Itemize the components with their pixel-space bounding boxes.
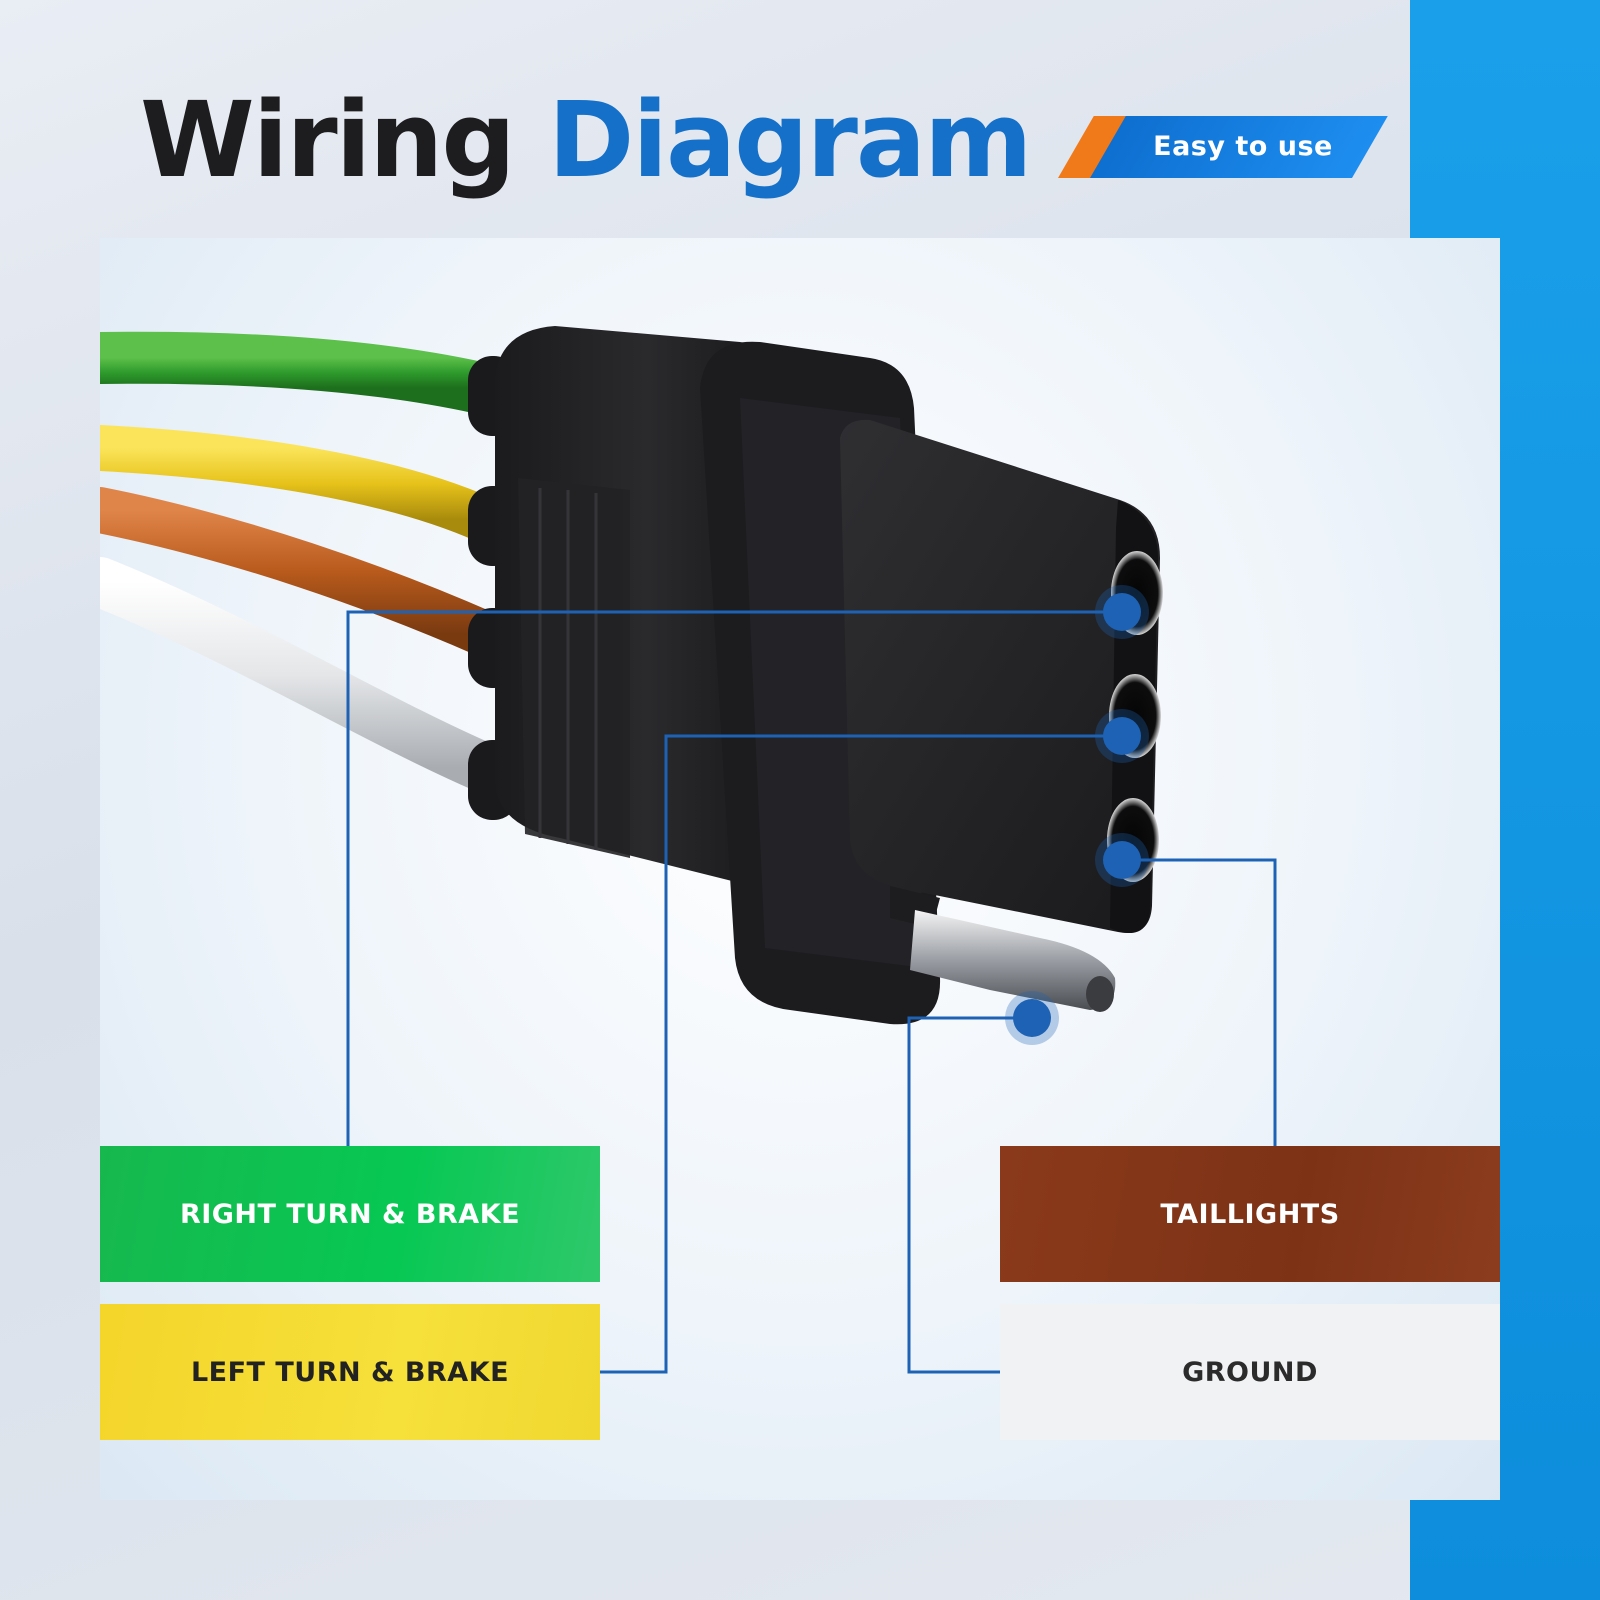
- callout-dot-brown: [1095, 833, 1149, 887]
- connector-illustration: [100, 326, 1277, 1374]
- brown-wire: [100, 487, 508, 657]
- page-title: Wiring Diagram: [140, 88, 1032, 192]
- diagram-panel: RIGHT TURN & BRAKE LEFT TURN & BRAKE TAI…: [100, 238, 1500, 1500]
- leader-line-white: [907, 1016, 1032, 1374]
- callout-dot-white: [1005, 991, 1059, 1045]
- badge-label: Easy to use: [1153, 131, 1333, 162]
- connector-grip-ridge: [518, 478, 630, 858]
- connector-plug-body: [840, 419, 1160, 933]
- easy-to-use-badge: Easy to use: [1058, 116, 1388, 178]
- pin-tip: [1086, 976, 1114, 1012]
- label-left-turn-brake: LEFT TURN & BRAKE: [100, 1304, 600, 1440]
- title-word-diagram: Diagram: [548, 79, 1032, 201]
- title-word-wiring: Wiring: [140, 79, 516, 201]
- callout-dot-yellow: [1095, 709, 1149, 763]
- leader-line-brown: [1122, 858, 1277, 1146]
- leader-line-yellow: [600, 734, 1122, 1374]
- callout-dot-green: [1095, 585, 1149, 639]
- label-right-turn-brake: RIGHT TURN & BRAKE: [100, 1146, 600, 1282]
- white-wire: [100, 557, 510, 793]
- yellow-wire: [100, 425, 508, 543]
- label-taillights: TAILLIGHTS: [1000, 1146, 1500, 1282]
- ground-pin: [910, 910, 1116, 1010]
- label-ground: GROUND: [1000, 1304, 1500, 1440]
- leader-line-green: [346, 610, 1122, 1146]
- green-wire: [100, 331, 506, 414]
